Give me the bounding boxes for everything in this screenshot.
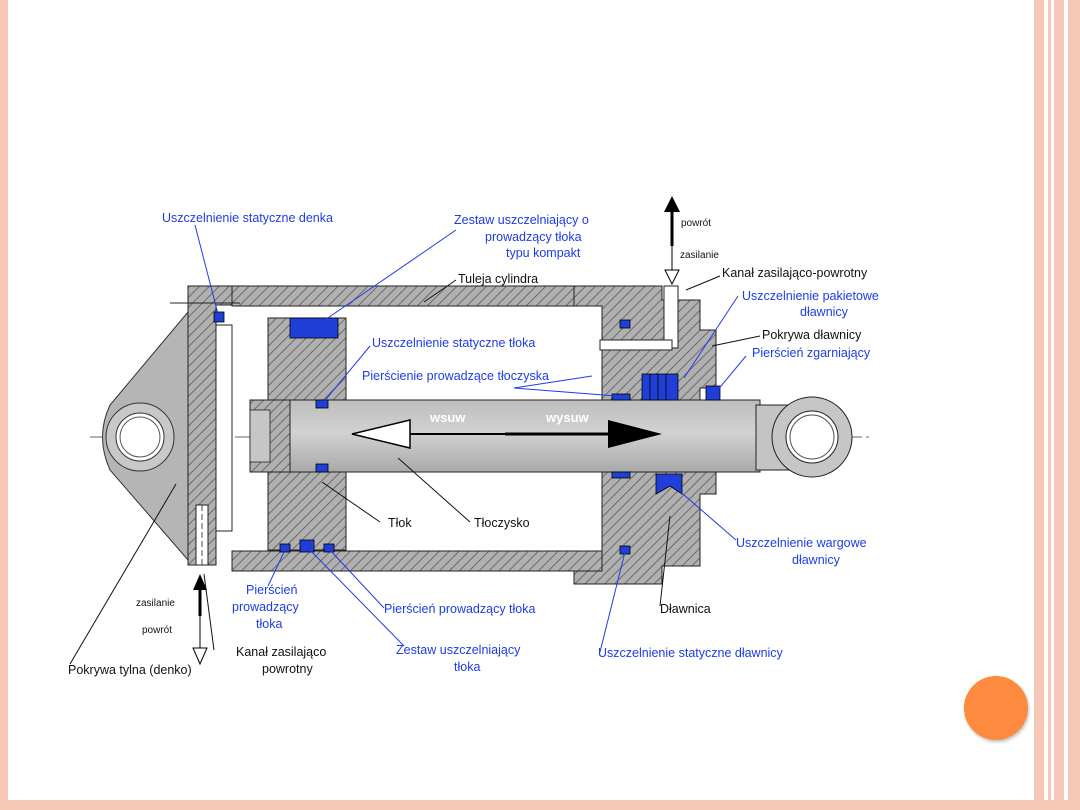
label-zestaw-kompakt-3: typu kompakt xyxy=(506,246,581,260)
orange-circle-bullet xyxy=(964,676,1028,740)
label-zestaw-kompakt-1: Zestaw uszczelniający o xyxy=(454,213,589,227)
label-kanal-bottom-1: Kanał zasilająco xyxy=(236,645,327,659)
label-zasilanie-top: zasilanie xyxy=(680,250,719,261)
label-uszcz-pakiet-2: dławnicy xyxy=(800,305,848,319)
label-uszcz-stat-tloka: Uszczelnienie statyczne tłoka xyxy=(372,336,536,350)
piston-compact-seal xyxy=(289,317,339,339)
label-uszcz-warg-2: dławnicy xyxy=(792,553,840,567)
label-zasilanie-bottom: zasilanie xyxy=(136,598,175,609)
powrot-bottom-arrow xyxy=(192,647,208,666)
label-dlawnica: Dławnica xyxy=(660,602,711,616)
rear-cover-recess xyxy=(215,324,233,532)
label-zestaw-kompakt-2: prowadzący tłoka xyxy=(485,230,582,244)
label-uszcz-stat-dlawnicy: Uszczelnienie statyczne dławnicy xyxy=(598,646,783,660)
piston-seal-set xyxy=(299,539,315,553)
gland-static-seal-top xyxy=(619,319,631,329)
piston-static-seal-bottom xyxy=(315,463,329,473)
label-pokrywa-tylna: Pokrywa tylna (denko) xyxy=(68,663,192,677)
label-pierscien-prow-2: prowadzący xyxy=(232,600,299,614)
piston-rod xyxy=(249,399,761,473)
label-uszcz-warg-1: Uszczelnienie wargowe xyxy=(736,536,867,550)
frame-left-bar xyxy=(0,0,8,810)
cylinder-tube-top xyxy=(231,285,603,307)
gland-bottom xyxy=(573,471,717,585)
frame-right-bars xyxy=(1030,0,1080,810)
label-kanal-bottom-2: powrotny xyxy=(262,662,313,676)
gland-packing-seal xyxy=(641,373,679,401)
powrot-top-arrow xyxy=(664,196,680,212)
rear-static-seal xyxy=(213,311,225,323)
wysuw-arrow-head xyxy=(608,420,662,448)
wsuw-arrow-head xyxy=(351,419,411,449)
rod-guide-ring xyxy=(611,393,631,401)
label-pierscien-zgarn: Pierścień zgarniający xyxy=(752,346,871,360)
label-uszcz-stat-denka: Uszczelnienie statyczne denka xyxy=(162,211,333,225)
label-tlok: Tłok xyxy=(388,516,412,530)
label-wsuw: wsuw xyxy=(430,410,466,425)
piston-guide-ring xyxy=(279,543,291,553)
cylinder-tube-bottom xyxy=(231,550,603,572)
wiper-ring xyxy=(705,385,721,401)
label-zestaw-tloka-2: tłoka xyxy=(454,660,481,674)
frame-bottom-bar xyxy=(0,800,1080,810)
label-pokrywa-dlawnicy: Pokrywa dławnicy xyxy=(762,328,862,342)
label-zestaw-tloka-1: Zestaw uszczelniający xyxy=(396,643,521,657)
label-pierscien-prow-3: tłoka xyxy=(256,617,283,631)
label-pierscienie-prow: Pierścienie prowadzące tłoczyska xyxy=(362,369,549,383)
label-kanal-top: Kanał zasilająco-powrotny xyxy=(722,266,868,280)
label-powrot-bottom: powrót xyxy=(142,625,173,636)
label-powrot-top: powrót xyxy=(681,218,712,229)
zasilanie-top-arrow xyxy=(664,269,680,286)
label-tuleja: Tuleja cylindra xyxy=(458,272,539,286)
label-wysuw: wysuw xyxy=(546,410,589,425)
gland-lip-seal xyxy=(655,473,683,495)
label-tloczysko: Tłoczysko xyxy=(474,516,530,530)
gland-port xyxy=(663,285,679,349)
label-pierscien-prow-tloka: Pierścień prowadzący tłoka xyxy=(384,602,536,616)
label-pierscien-prow-1: Pierścień xyxy=(246,583,298,597)
label-uszcz-pakiet-1: Uszczelnienie pakietowe xyxy=(742,289,879,303)
zasilanie-bottom-arrow xyxy=(193,574,207,590)
